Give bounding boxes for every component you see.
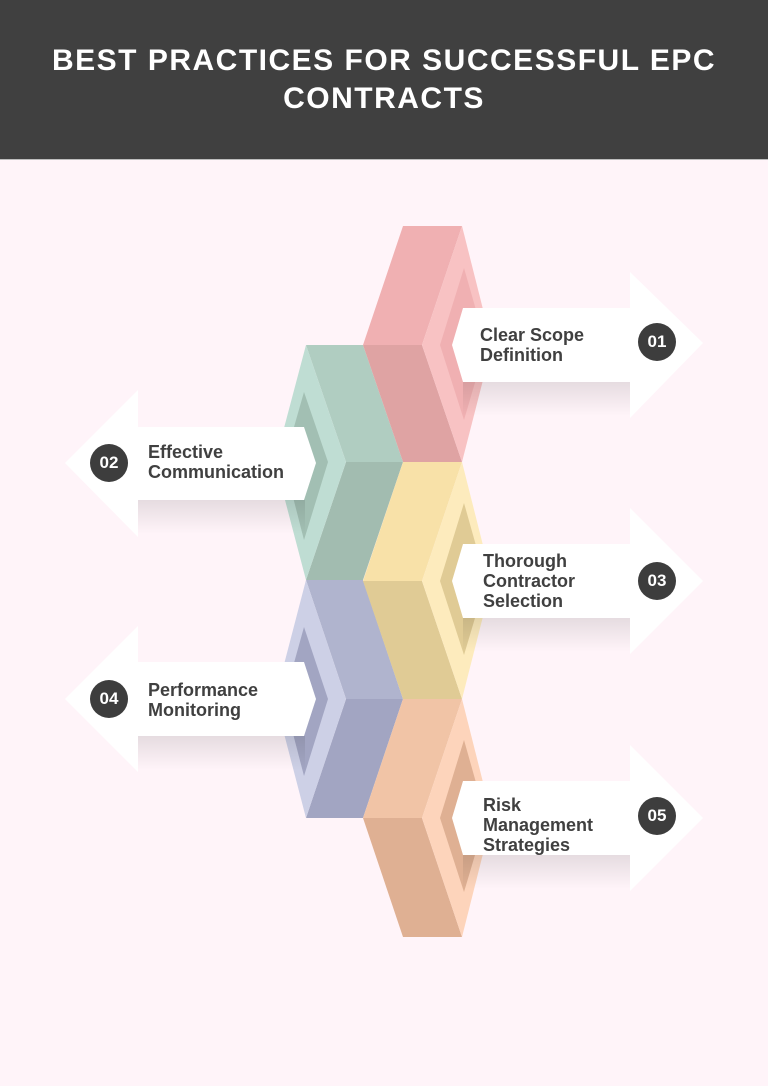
step-04-line-1: Performance [148,680,259,700]
step-01-line-2: Definition [480,345,563,365]
step-02-line-1: Effective [148,442,224,462]
step-03-line-2: Contractor [483,571,576,591]
step-02-label: Effective Communication [148,442,284,482]
step-05-line-3: Strategies [483,835,571,855]
step-04-badge: 04 [90,680,128,718]
step-03-line-3: Selection [483,591,564,611]
step-04-label: Performance Monitoring [148,680,258,720]
header-banner: BEST PRACTICES FOR SUCCESSFUL EPC CONTRA… [0,0,768,160]
step-01-badge: 01 [638,323,676,361]
step-03-badge: 03 [638,562,676,600]
step-03-label: Thorough Contractor Selection [483,551,575,611]
step-02-line-2: Communication [148,462,285,482]
step-01-label: Clear Scope Definition [480,325,584,365]
page-title: BEST PRACTICES FOR SUCCESSFUL EPC CONTRA… [51,43,717,115]
step-04-line-2: Monitoring [148,700,241,720]
step-05-line-2: Management [483,815,594,835]
step-02-badge: 02 [90,444,128,482]
step-05-label: Risk Management Strategies [483,795,593,855]
arrow-05 [452,745,703,891]
step-01-line-1: Clear Scope [480,325,585,345]
step-05-badge: 05 [638,797,676,835]
step-03-line-1: Thorough [483,551,567,571]
step-05-line-1: Risk [483,795,522,815]
